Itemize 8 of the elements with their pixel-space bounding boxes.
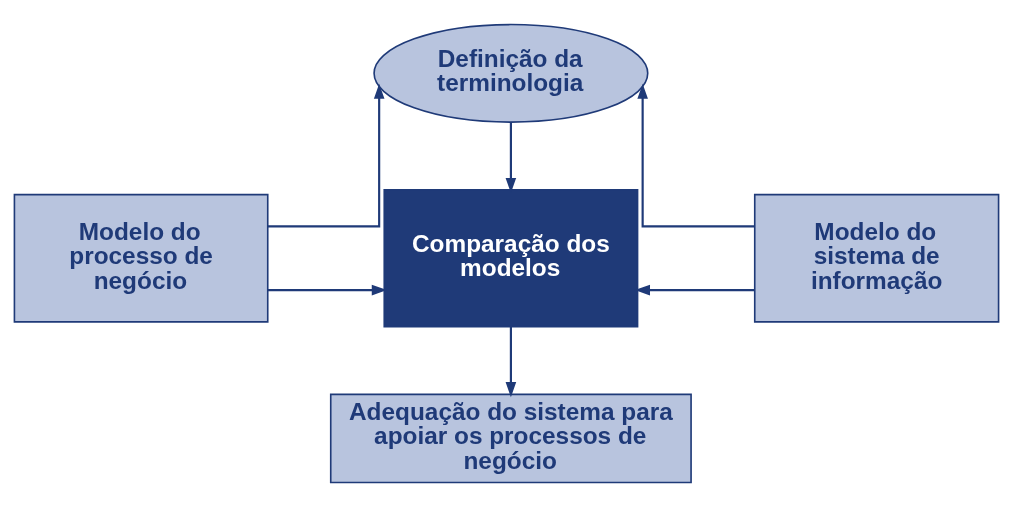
arrow bbox=[267, 83, 384, 228]
arrow bbox=[636, 83, 754, 228]
node-box: Adequação do sistema para apoiar os processos de negócio bbox=[329, 393, 692, 484]
arrow bbox=[267, 284, 387, 296]
arrow bbox=[505, 326, 516, 398]
node-box: Modelo do sistema de informação bbox=[753, 193, 999, 323]
node-box: Modelo do processo de negócio bbox=[13, 193, 269, 323]
node-box: Comparação dos modelos bbox=[382, 189, 638, 328]
